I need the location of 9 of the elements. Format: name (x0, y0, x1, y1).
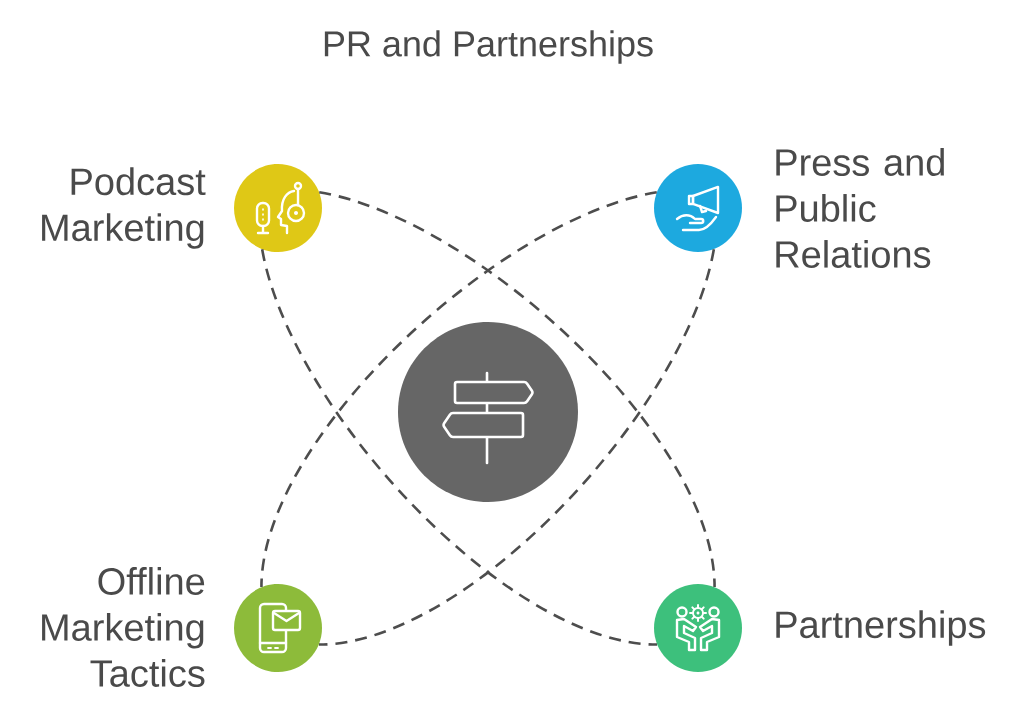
dashed-connector (260, 190, 658, 588)
dashed-connector (318, 190, 716, 588)
topic-label: Press and Public Relations (776, 148, 944, 268)
topic-label: Podcast Marketing (42, 167, 206, 249)
topic-label: Offline Marketing Tactics (42, 567, 205, 687)
dashed-connector (260, 248, 658, 646)
title: PR and Partnerships (324, 30, 653, 64)
dashed-connector (318, 248, 716, 646)
topic-label: Partnerships (776, 610, 986, 646)
